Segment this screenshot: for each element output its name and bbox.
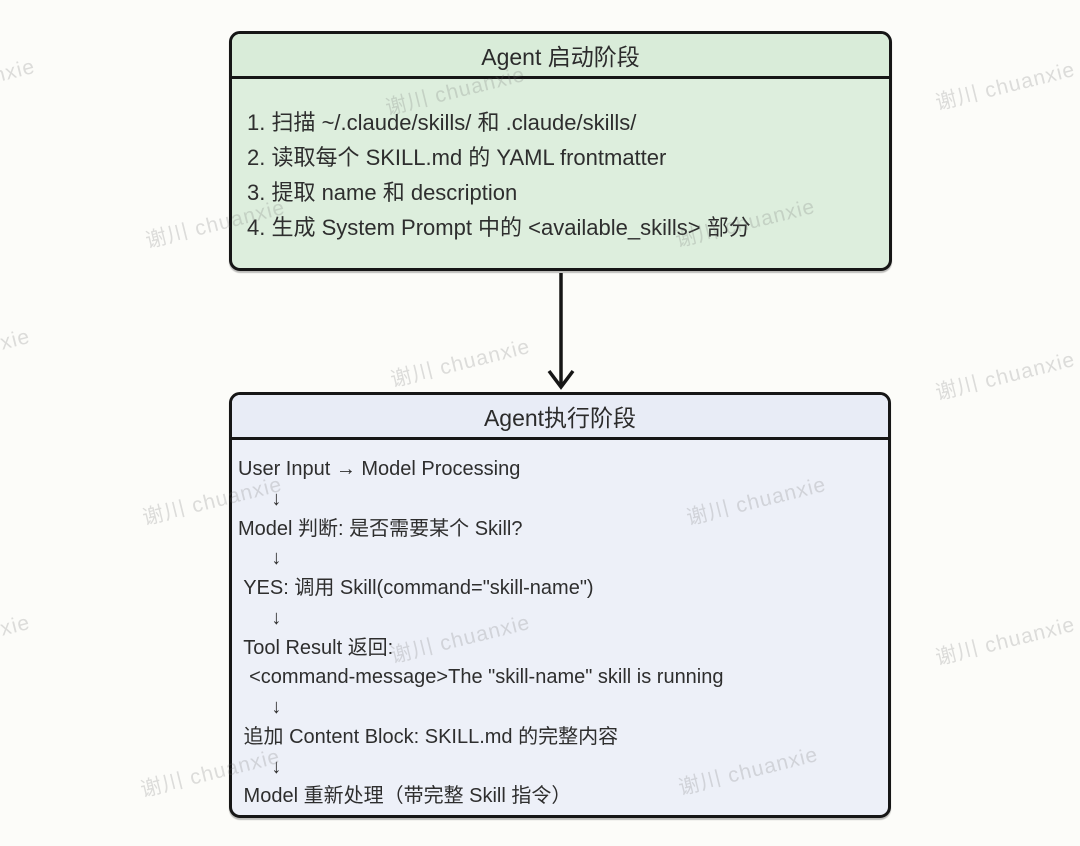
startup-phase-steps: 1. 扫描 ~/.claude/skills/ 和 .claude/skills… (247, 110, 751, 240)
watermark-text: 谢川 chuanxie (0, 611, 33, 668)
execution-phase-header: Agent执行阶段 (232, 395, 888, 440)
startup-phase-box: Agent 启动阶段 1. 扫描 ~/.claude/skills/ 和 .cl… (229, 31, 892, 271)
watermark-text: 谢川 chuanxie (933, 58, 1078, 115)
watermark-text: 谢川 chuanxie (0, 55, 38, 112)
startup-phase-title: Agent 启动阶段 (481, 44, 640, 70)
watermark-text: 谢川 chuanxie (933, 613, 1078, 670)
watermark-text: 谢川 chuanxie (0, 325, 33, 382)
execution-phase-box: Agent执行阶段 User Input → Model Processing … (229, 392, 891, 818)
watermark-text: 谢川 chuanxie (388, 335, 533, 392)
execution-phase-title: Agent执行阶段 (483, 405, 637, 431)
execution-phase-steps: User Input → Model Processing ↓ Model 判断… (238, 458, 724, 808)
flow-arrow-down-icon (547, 273, 575, 390)
startup-phase-header: Agent 启动阶段 (232, 34, 889, 79)
watermark-text: 谢川 chuanxie (933, 348, 1078, 405)
